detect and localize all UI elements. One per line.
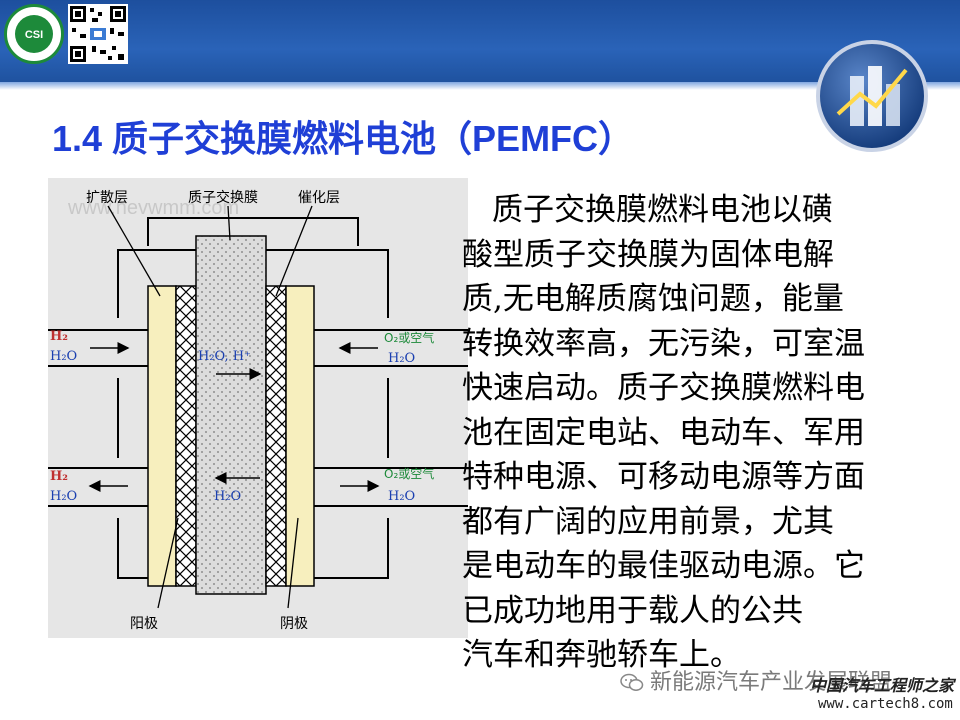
qr-code-icon: [68, 4, 128, 64]
label-water: H₂O: [214, 489, 241, 504]
label-h2o-in: H₂O: [50, 349, 77, 364]
wechat-account: 新能源汽车产业发展联盟: [620, 664, 892, 696]
body-line: 都有广阔的应用前景，尤其: [462, 503, 834, 540]
label-h2o-out: H₂O: [50, 489, 77, 504]
label-proton: H₂O, H⁺: [198, 349, 251, 364]
label-anode: 阳极: [130, 616, 158, 632]
leader-catalyst: [275, 205, 313, 297]
cathode-diffusion-layer: [285, 285, 315, 587]
label-o2-in: O₂或空气: [384, 330, 434, 345]
wechat-icon: [620, 673, 644, 691]
leader-diffusion: [107, 205, 161, 297]
body-line: 酸型质子交换膜为固体电解: [462, 236, 834, 273]
body-line: 快速启动。质子交换膜燃料电: [462, 370, 865, 406]
proton-exchange-membrane: [195, 235, 267, 595]
anode-diffusion-layer: [147, 285, 177, 587]
label-h2o-cathode-in: H₂O: [388, 351, 415, 366]
slide-title: 1.4 质子交换膜燃料电池（PEMFC）: [52, 118, 635, 159]
diagram-watermark: www.nevwmm.com: [67, 197, 239, 219]
leader-cathode: [287, 517, 299, 609]
body-line: 汽车和奔驰轿车上。: [462, 637, 741, 673]
body-text: 质子交换膜燃料电池以磺 酸型质子交换膜为固体电解 质,无电解质腐蚀问题，能量 转…: [462, 188, 952, 678]
label-diffusion-layer: 扩散层: [86, 190, 128, 206]
site-url[interactable]: www.cartech8.com: [818, 696, 953, 712]
logo-emblem: CSI: [15, 15, 53, 53]
chart-globe-icon: [816, 40, 928, 152]
logo-text: CSI: [24, 29, 44, 41]
label-h2-in: H₂: [50, 329, 68, 344]
label-membrane: 质子交换膜: [188, 189, 258, 206]
cathode-catalyst-layer: [265, 285, 287, 587]
institution-logo: CSI: [4, 4, 64, 64]
leader-membrane: [227, 205, 231, 241]
body-line: 质,无电解质腐蚀问题，能量: [462, 281, 844, 317]
header-bar: [0, 0, 960, 90]
body-line: 已成功地用于载人的公共: [462, 592, 803, 629]
body-line: 转换效率高，无污染，可室温: [462, 325, 865, 362]
housing-top: [147, 217, 359, 246]
site-name: 中国汽车工程师之家: [810, 676, 955, 695]
body-line: 是电动车的最佳驱动电源。它: [462, 548, 865, 584]
label-h2o-cathode-out: H₂O: [388, 489, 415, 504]
anode-catalyst-layer: [175, 285, 197, 587]
label-cathode: 阴极: [280, 616, 308, 632]
label-o2-out: O₂或空气: [384, 466, 434, 481]
pemfc-diagram: www.nevwmm.com 扩散层 质子交换膜 催化层 H₂ H₂O H₂ H…: [48, 178, 468, 638]
body-line: 质子交换膜燃料电池以磺: [492, 192, 833, 228]
header-stripe: [0, 82, 960, 90]
label-catalyst-layer: 催化层: [298, 190, 340, 206]
body-line: 特种电源、可移动电源等方面: [462, 459, 865, 495]
label-h2-out: H₂: [50, 469, 68, 484]
body-line: 池在固定电站、电动车、军用: [462, 414, 865, 451]
leader-anode: [157, 517, 179, 609]
wechat-account-name: 新能源汽车产业发展联盟: [650, 670, 893, 695]
